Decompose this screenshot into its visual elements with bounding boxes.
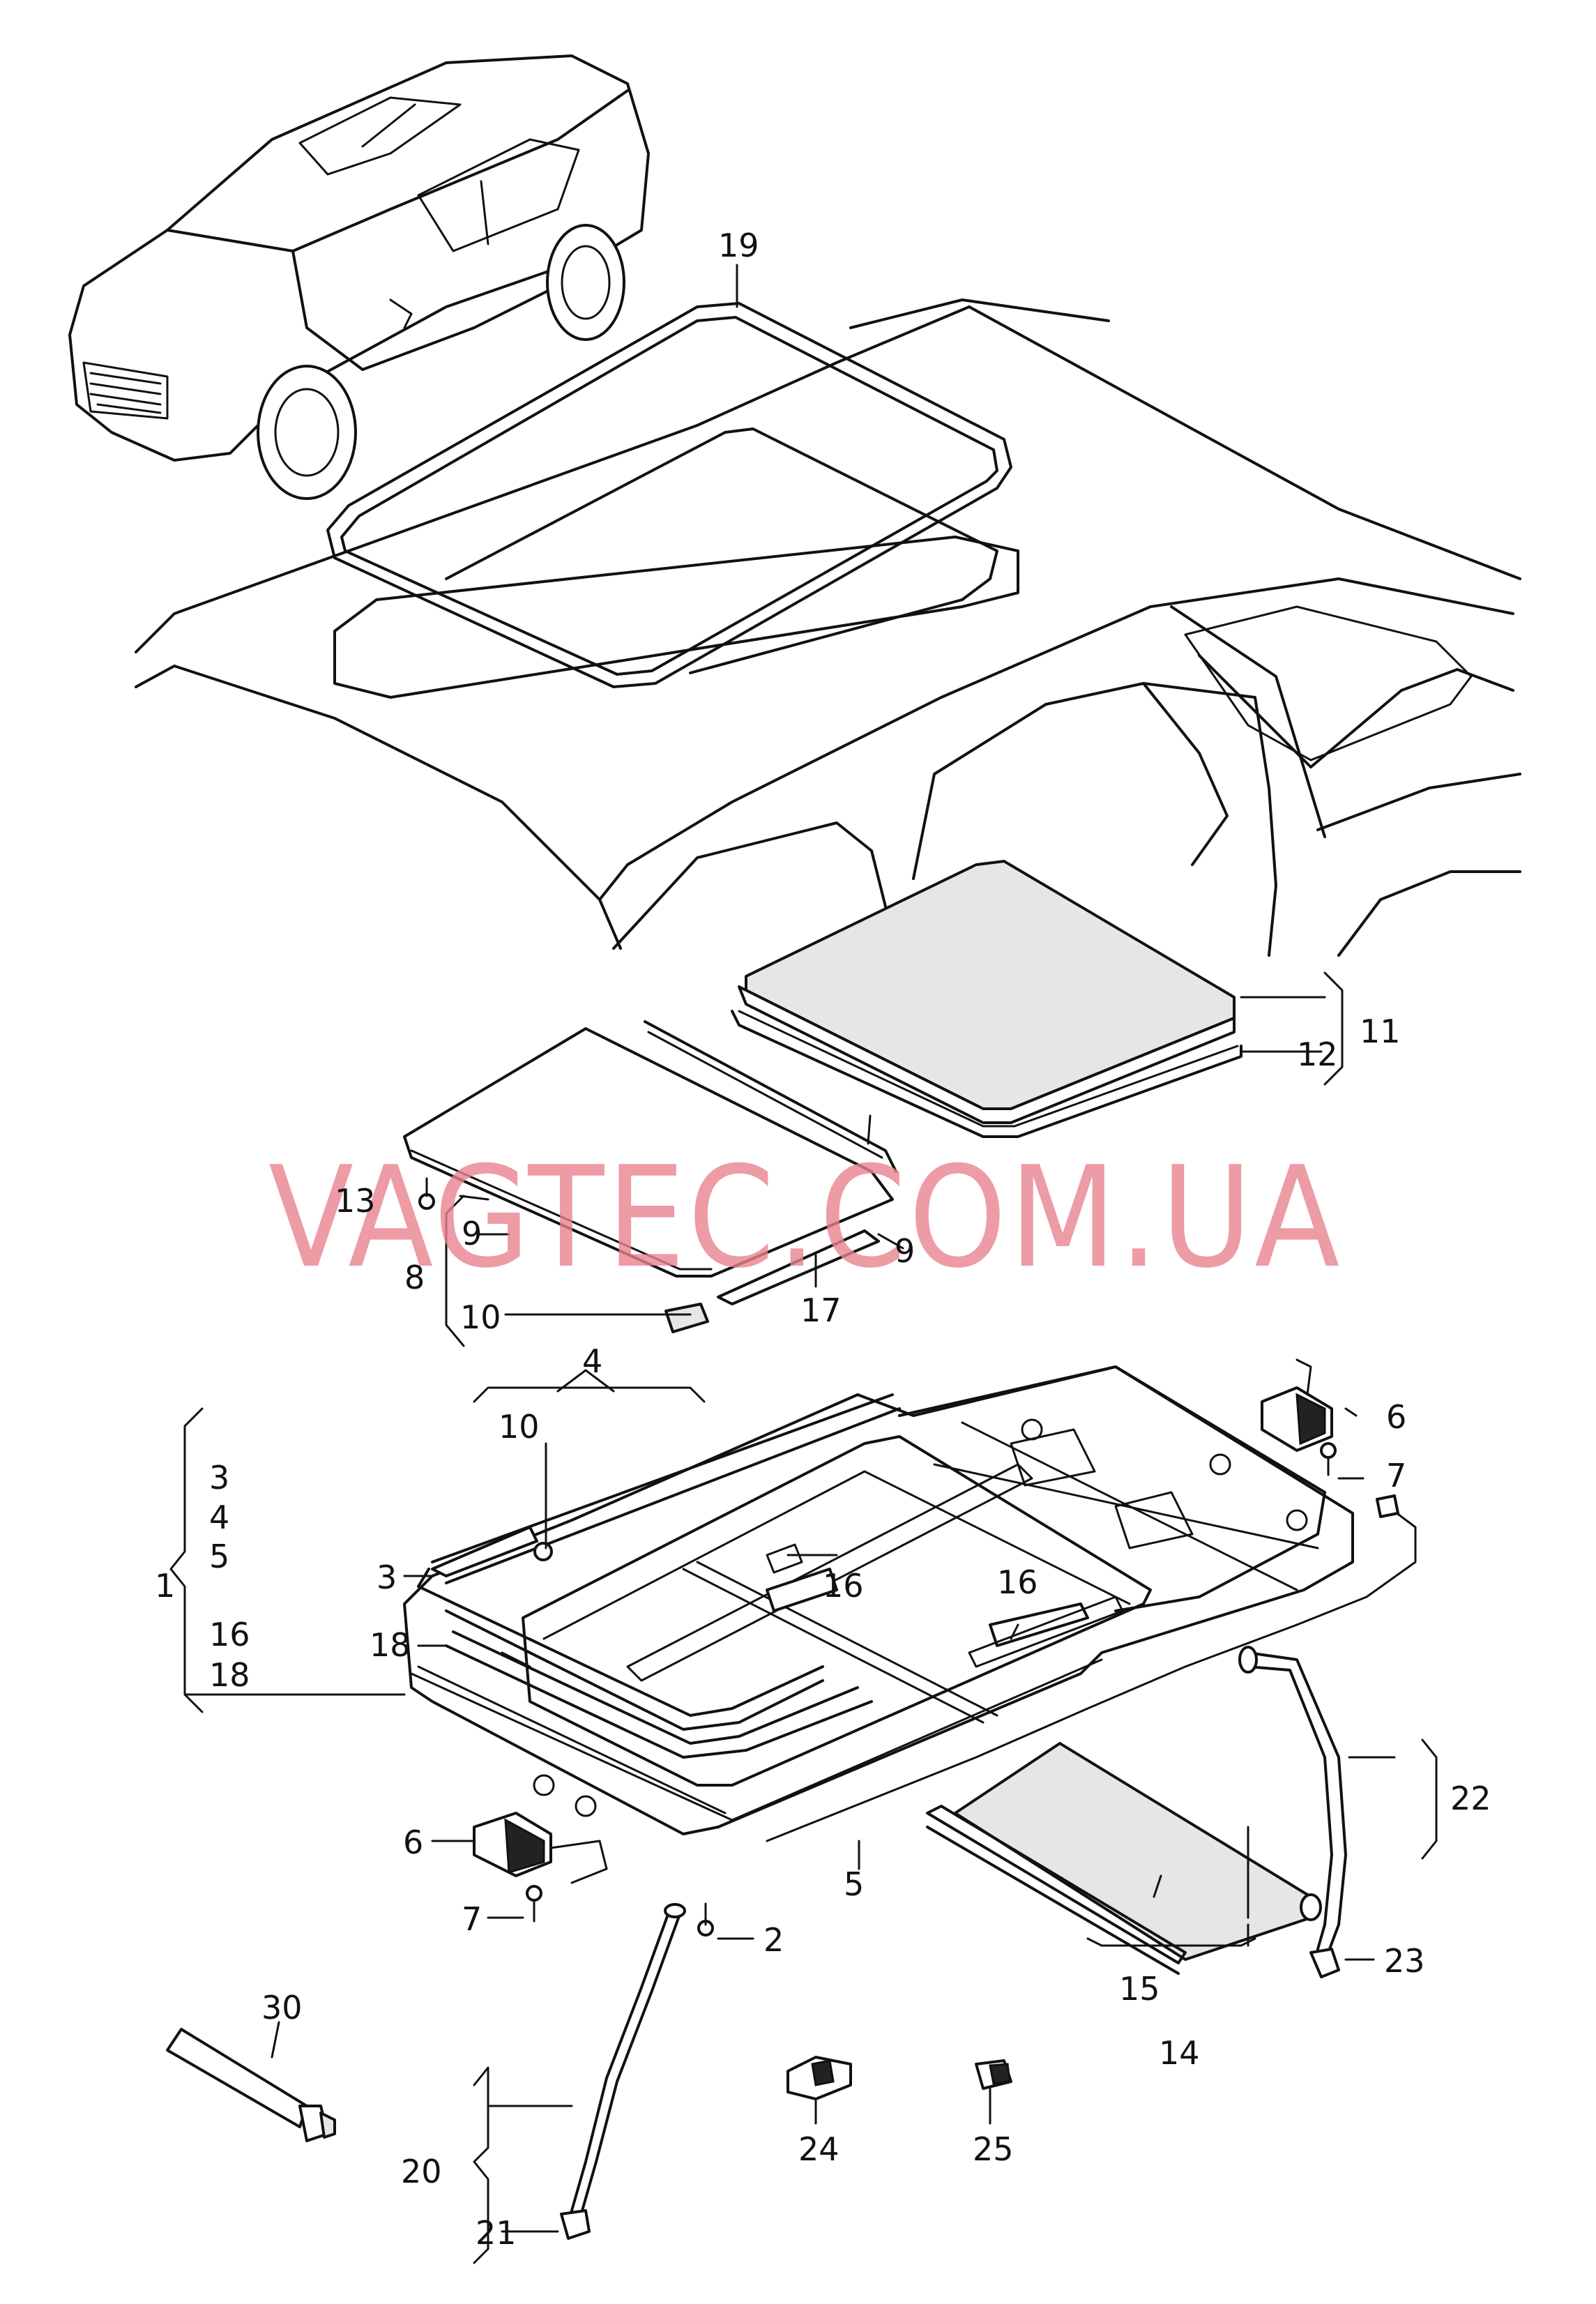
- callout-12: 12: [1297, 1036, 1338, 1073]
- callout-1-item-18: 18: [209, 1656, 250, 1694]
- callout-22: 22: [1450, 1780, 1491, 1817]
- callout-24: 24: [798, 2130, 839, 2168]
- callout-1-item-5: 5: [209, 1538, 229, 1575]
- callout-1: 1: [155, 1567, 175, 1605]
- guide-rail-16: [766, 1543, 1124, 1668]
- roller-blind-14: [926, 1742, 1322, 1975]
- callout-25: 25: [973, 2130, 1014, 2168]
- callout-7-lower: 7: [462, 1900, 482, 1938]
- callout-13: 13: [335, 1182, 376, 1220]
- grease-tube-30: [166, 2028, 336, 2142]
- callout-10-upper: 10: [460, 1298, 501, 1336]
- motor-6-lower: [473, 1812, 714, 1937]
- callout-15: 15: [1119, 1970, 1160, 2008]
- callout-labels: 19 11 12 13 9 9 8 10 17 4 10 6 7 1 3 4 5…: [155, 227, 1491, 2252]
- callout-3: 3: [377, 1559, 397, 1596]
- callout-6-lower: 6: [403, 1824, 423, 1861]
- motor-6-upper: [1261, 1386, 1337, 1476]
- callout-14: 14: [1159, 2034, 1200, 2072]
- watermark-text: VAGTEC.COM.UA: [268, 1137, 1342, 1299]
- frame-part-3: [417, 1568, 824, 1731]
- callout-23: 23: [1384, 1942, 1425, 1980]
- callout-9-left: 9: [462, 1215, 482, 1252]
- callout-20: 20: [401, 2153, 442, 2190]
- clip-24: [786, 2056, 852, 2125]
- drain-hose-22: [1238, 1646, 1347, 1978]
- callout-11: 11: [1360, 1013, 1401, 1050]
- callout-7-upper: 7: [1386, 1457, 1406, 1494]
- callout-19: 19: [718, 227, 759, 264]
- callout-16-right: 16: [997, 1563, 1038, 1601]
- drain-hose-20: [560, 1903, 686, 2240]
- clip-25: [975, 2059, 1012, 2125]
- callout-10-lower: 10: [499, 1408, 540, 1446]
- callout-9-right: 9: [895, 1232, 915, 1270]
- callout-1-item-3: 3: [209, 1459, 229, 1496]
- callout-17: 17: [800, 1291, 842, 1329]
- glass-panel-11: [731, 860, 1242, 1138]
- sliding-panel-8: [403, 1020, 897, 1333]
- callout-4-top: 4: [582, 1342, 602, 1380]
- car-overview-illustration: [68, 54, 650, 500]
- callout-30: 30: [261, 1989, 303, 2026]
- callout-6-upper: 6: [1386, 1398, 1406, 1436]
- callout-2: 2: [763, 1921, 784, 1959]
- roof-body-outline: [135, 298, 1521, 957]
- callout-8: 8: [404, 1259, 425, 1296]
- seal-18: [445, 1630, 873, 1759]
- callout-21: 21: [476, 2214, 517, 2252]
- callout-16-left: 16: [823, 1567, 864, 1605]
- wiring-harness: [766, 1494, 1417, 1842]
- sunroof-seal-19: [326, 302, 1012, 688]
- callout-5: 5: [844, 1865, 864, 1903]
- callout-1-item-16: 16: [209, 1616, 250, 1653]
- leader-lines: [169, 264, 1438, 2264]
- sunroof-frame-assembly-1: [403, 1365, 1354, 1835]
- callout-18: 18: [370, 1626, 411, 1664]
- callout-1-item-4: 4: [209, 1499, 229, 1536]
